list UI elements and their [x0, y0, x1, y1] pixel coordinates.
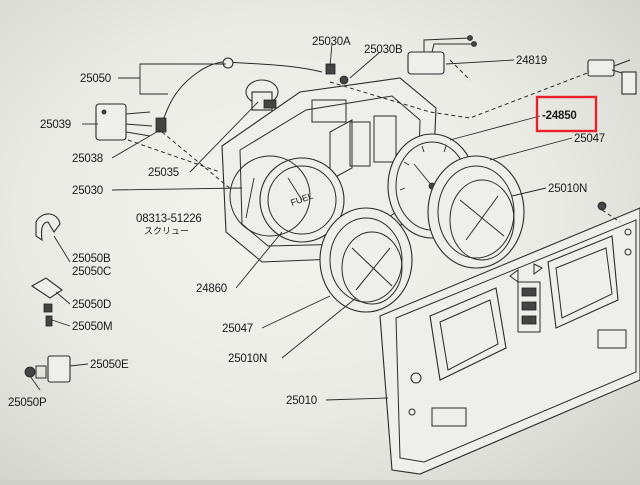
- label-25050d: 25050D: [72, 299, 111, 311]
- label-25050b: 25050B: [72, 253, 111, 265]
- label-screw-japanese: スクリュー: [144, 226, 189, 236]
- label-25050p: 25050P: [8, 397, 47, 409]
- label-25030b: 25030B: [364, 44, 403, 56]
- label-24819: 24819: [516, 55, 547, 67]
- part-labels: 25030A 25030B 24819 25050 25039 25038 25…: [8, 36, 605, 409]
- label-08313-51226: 08313-51226: [136, 213, 202, 225]
- label-25047-bottom: 25047: [222, 323, 253, 335]
- label-25039: 25039: [40, 119, 71, 131]
- label-24860: 24860: [196, 283, 227, 295]
- speedometer-cable-drawing: [155, 57, 323, 133]
- dashed-alignment-lines: [127, 59, 621, 223]
- connector-top-right-drawing: [587, 59, 637, 95]
- sensor-25038-drawing: [245, 79, 279, 111]
- label-25047-top: 25047: [574, 133, 605, 145]
- glass-25047-right-drawing: [427, 155, 525, 269]
- bezel-24860-drawing: [229, 155, 311, 237]
- connector-24819-drawing: [407, 35, 477, 75]
- label-25010n-bottom: 25010N: [228, 353, 267, 365]
- ring-25010n-left-drawing: [341, 231, 403, 305]
- ring-25010n-right-drawing: [449, 179, 515, 261]
- label-25010: 25010: [286, 395, 317, 407]
- label-25010n-top: 25010N: [548, 183, 587, 195]
- clip-25050b-drawing: [35, 213, 61, 242]
- highlight-box-24850: [535, 95, 598, 133]
- leader-lines: [29, 43, 573, 401]
- label-25035: 25035: [148, 167, 179, 179]
- glass-25047-left-drawing: [319, 207, 413, 313]
- label-25050c: 25050C: [72, 266, 111, 278]
- left-gauge-drawing: FUEL: [259, 157, 345, 243]
- label-25050: 25050: [80, 73, 111, 85]
- label-24850: -24850: [542, 110, 577, 122]
- bracket-25039-drawing: [95, 103, 153, 141]
- bracket-25050e-drawing: [24, 355, 71, 383]
- bracket-25050d-drawing: [30, 277, 63, 327]
- screw-25030a-drawing: [325, 63, 349, 85]
- label-25030: 25030: [72, 185, 103, 197]
- label-25050m: 25050M: [72, 321, 112, 333]
- front-panel-25010-drawing: [379, 207, 640, 475]
- label-25038: 25038: [72, 153, 103, 165]
- label-25030a: 25030A: [312, 36, 351, 48]
- label-25050e: 25050E: [90, 359, 129, 371]
